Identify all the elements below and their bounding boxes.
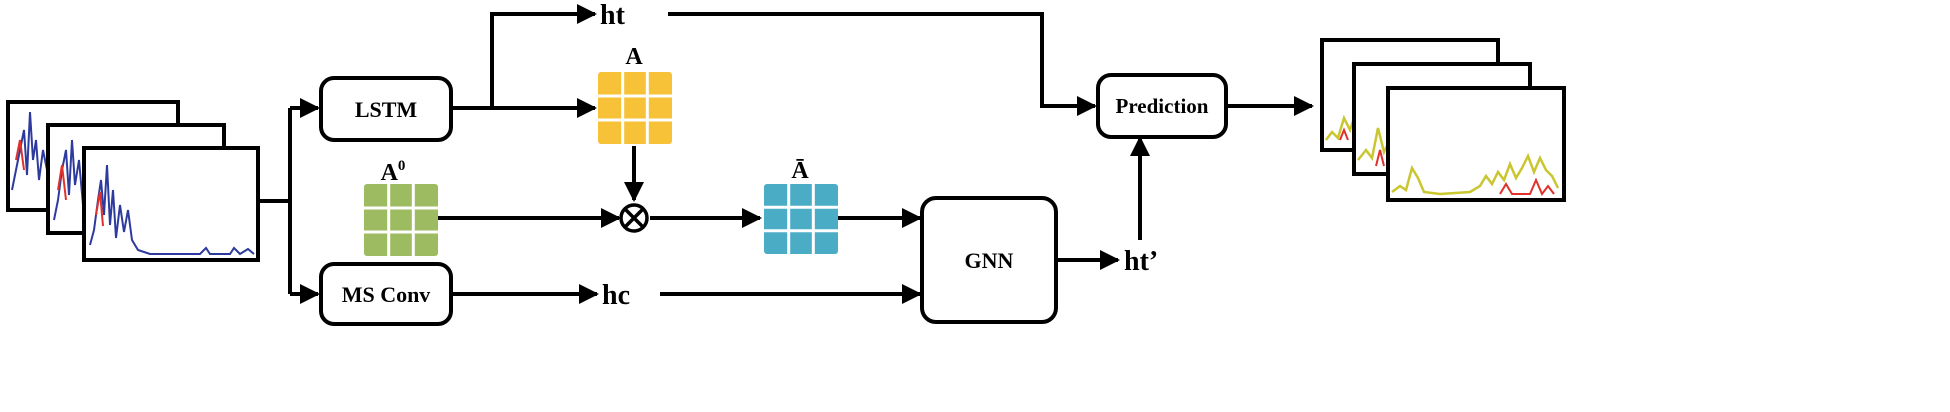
matrix-a0-sup: 0 xyxy=(398,158,406,174)
matrix-abar-grid xyxy=(764,184,838,254)
msconv-label: MS Conv xyxy=(342,282,431,307)
matrix-a0-gridlines xyxy=(364,184,438,256)
prediction-box: Prediction xyxy=(1096,73,1228,139)
input-plot-front xyxy=(82,146,260,262)
matrix-abar-gridlines xyxy=(764,184,838,254)
output-plot-front xyxy=(1386,86,1566,202)
prediction-label: Prediction xyxy=(1116,94,1209,118)
hc-label: hc xyxy=(602,280,630,311)
ht-label: ht xyxy=(600,0,626,31)
connectors xyxy=(258,4,1314,304)
matrix-abar: Ā xyxy=(764,158,838,254)
arrow-lstm-to-ht xyxy=(490,4,597,108)
matrix-abar-label: Ā xyxy=(791,158,809,184)
gnn-box: GNN xyxy=(920,196,1058,324)
matrix-a0-grid xyxy=(364,184,438,256)
input-series-stack xyxy=(6,100,260,262)
matrix-a0-label: A0 xyxy=(381,158,406,186)
matrix-a-gridlines xyxy=(598,72,672,144)
multiply-operator-icon xyxy=(619,203,649,233)
matrix-a0-base: A xyxy=(381,160,399,186)
arrow-ht-to-prediction xyxy=(668,12,1097,116)
lstm-label: LSTM xyxy=(355,97,418,122)
htprime-label: ht’ xyxy=(1124,246,1158,277)
msconv-box: MS Conv xyxy=(319,262,453,326)
lstm-box: LSTM xyxy=(319,76,453,142)
matrix-a-grid xyxy=(598,72,672,144)
matrix-a: A xyxy=(598,44,672,144)
output-series-stack xyxy=(1320,38,1566,202)
gnn-label: GNN xyxy=(965,248,1014,273)
matrix-a0: A0 xyxy=(364,158,438,256)
matrix-a-label: A xyxy=(625,44,643,70)
